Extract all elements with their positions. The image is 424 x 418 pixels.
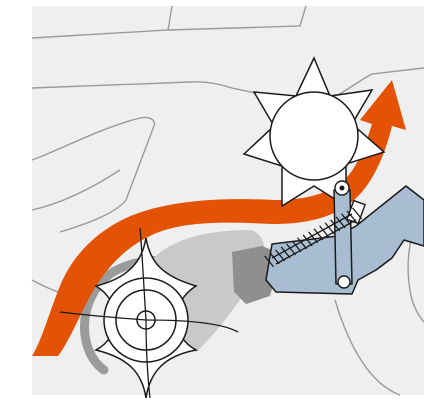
tensioner-arm — [334, 190, 352, 284]
upper-sprocket-hub — [270, 92, 358, 180]
page-margin-bottom — [0, 395, 424, 418]
page-margin-top — [0, 0, 424, 6]
tensioner-pivot-top-dot — [340, 186, 345, 191]
page-margin-left — [0, 0, 32, 418]
tensioner-pivot-bottom — [338, 276, 350, 288]
